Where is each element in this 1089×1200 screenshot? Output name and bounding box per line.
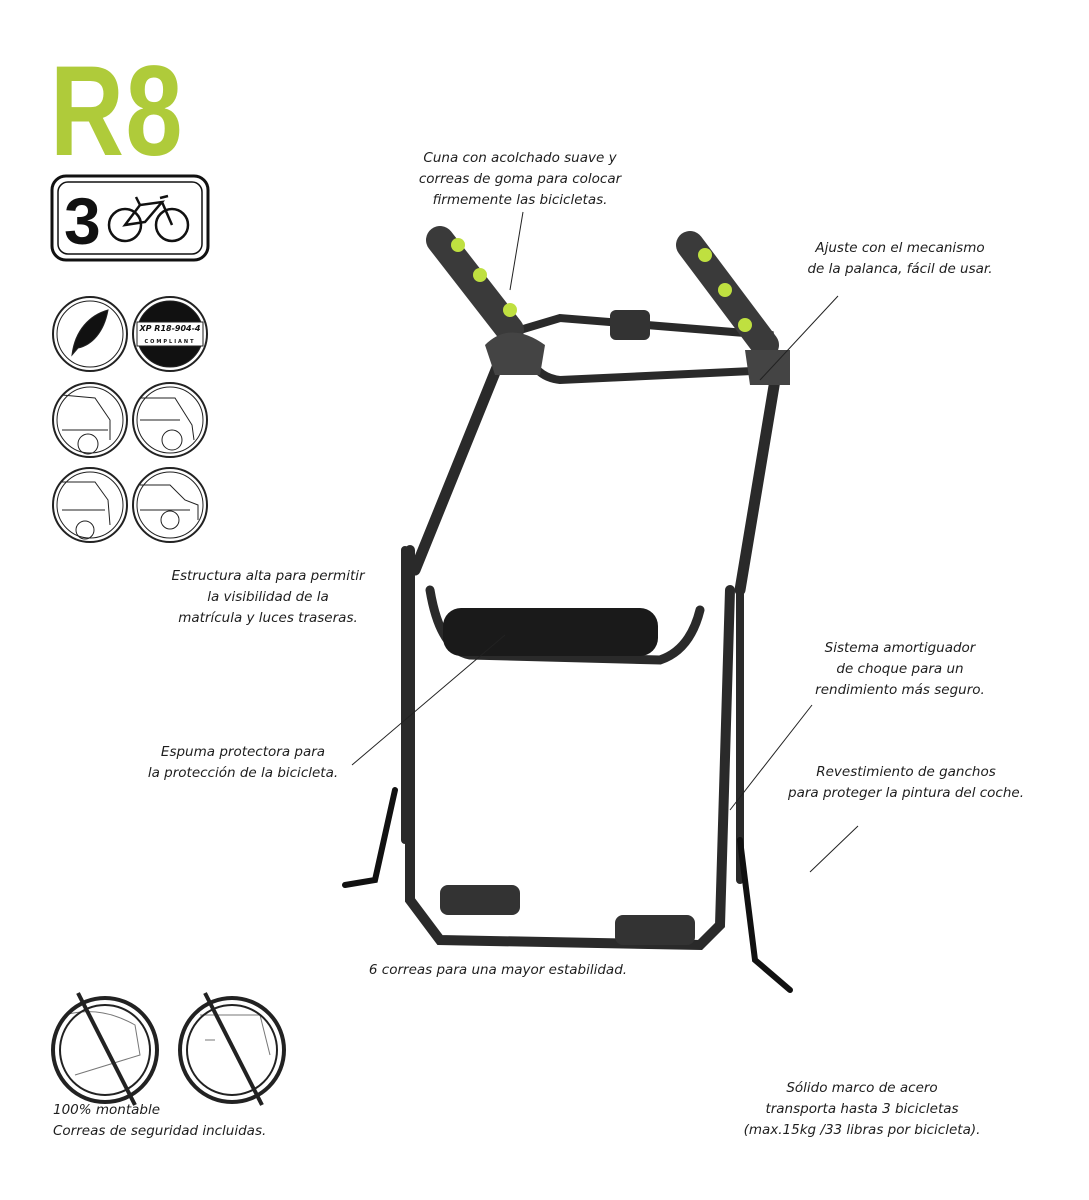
callout-line: firmemente las bicicletas. (432, 192, 608, 208)
compliance-seal-icon: XP R18-904-4 COMPLIANT (132, 296, 208, 372)
callout-line: rendimiento más seguro. (815, 682, 985, 698)
bike-rack-illustration (342, 226, 793, 993)
bike-capacity-badge: 3 (50, 174, 210, 262)
callout-line: 100% montable (53, 1102, 161, 1118)
callout-line: Espuma protectora para (160, 744, 326, 760)
bicycle-icon (107, 194, 190, 243)
capacity-number: 3 (64, 184, 101, 258)
callout-line: de choque para un (836, 661, 964, 677)
callout-foam: Espuma protectora para la protección de … (148, 742, 338, 784)
suv-car-icon (132, 382, 208, 458)
compliance-code: XP R18-904-4 (138, 324, 200, 333)
foam-pad (443, 608, 658, 656)
callout-line: (max.15kg /33 libras por bicicleta). (743, 1122, 981, 1138)
compliance-label: COMPLIANT (144, 339, 195, 345)
sedan-car-icon (132, 467, 208, 543)
callout-steel-frame: Sólido marco de acero transporta hasta 3… (744, 1078, 981, 1141)
leaf-icon (52, 296, 128, 372)
callout-line: matrícula y luces traseras. (178, 610, 358, 626)
callout-lever: Ajuste con el mecanismo de la palanca, f… (807, 238, 992, 280)
callout-line: 6 correas para una mayor estabilidad. (368, 962, 628, 978)
callout-hooks: Revestimiento de ganchos para proteger l… (788, 762, 1024, 804)
callout-cradle: Cuna con acolchado suave y correas de go… (419, 148, 621, 211)
minivan-car-icon (52, 467, 128, 543)
callout-tall-frame: Estructura alta para permitir la visibil… (171, 566, 364, 629)
callout-line: la protección de la bicicleta. (147, 765, 339, 781)
callout-straps: 6 correas para una mayor estabilidad. (369, 960, 627, 981)
callout-line: Estructura alta para permitir (171, 568, 365, 584)
callout-shock: Sistema amortiguador de choque para un r… (815, 638, 985, 701)
callout-line: Ajuste con el mecanismo (815, 240, 985, 256)
model-logo: R8 (50, 40, 185, 183)
callout-line: transporta hasta 3 bicicletas (765, 1101, 959, 1117)
leader-lines (351, 211, 859, 873)
callout-line: Cuna con acolchado suave y (423, 150, 617, 166)
callout-line: Correas de seguridad incluidas. (53, 1123, 267, 1139)
hatchback-car-icon (52, 382, 128, 458)
callout-line: correas de goma para colocar (418, 171, 622, 187)
callout-line: para proteger la pintura del coche. (788, 785, 1024, 801)
no-spoiler-icon (51, 992, 159, 1106)
callout-line: Revestimiento de ganchos (816, 764, 996, 780)
callout-line: Sistema amortiguador (824, 640, 976, 656)
callout-line: Sólido marco de acero (786, 1080, 938, 1096)
no-glass-hatch-icon (178, 992, 286, 1106)
callout-line: de la palanca, fácil de usar. (807, 261, 993, 277)
callout-line: la visibilidad de la (207, 589, 329, 605)
callout-mountable: 100% montable Correas de seguridad inclu… (53, 1100, 266, 1142)
